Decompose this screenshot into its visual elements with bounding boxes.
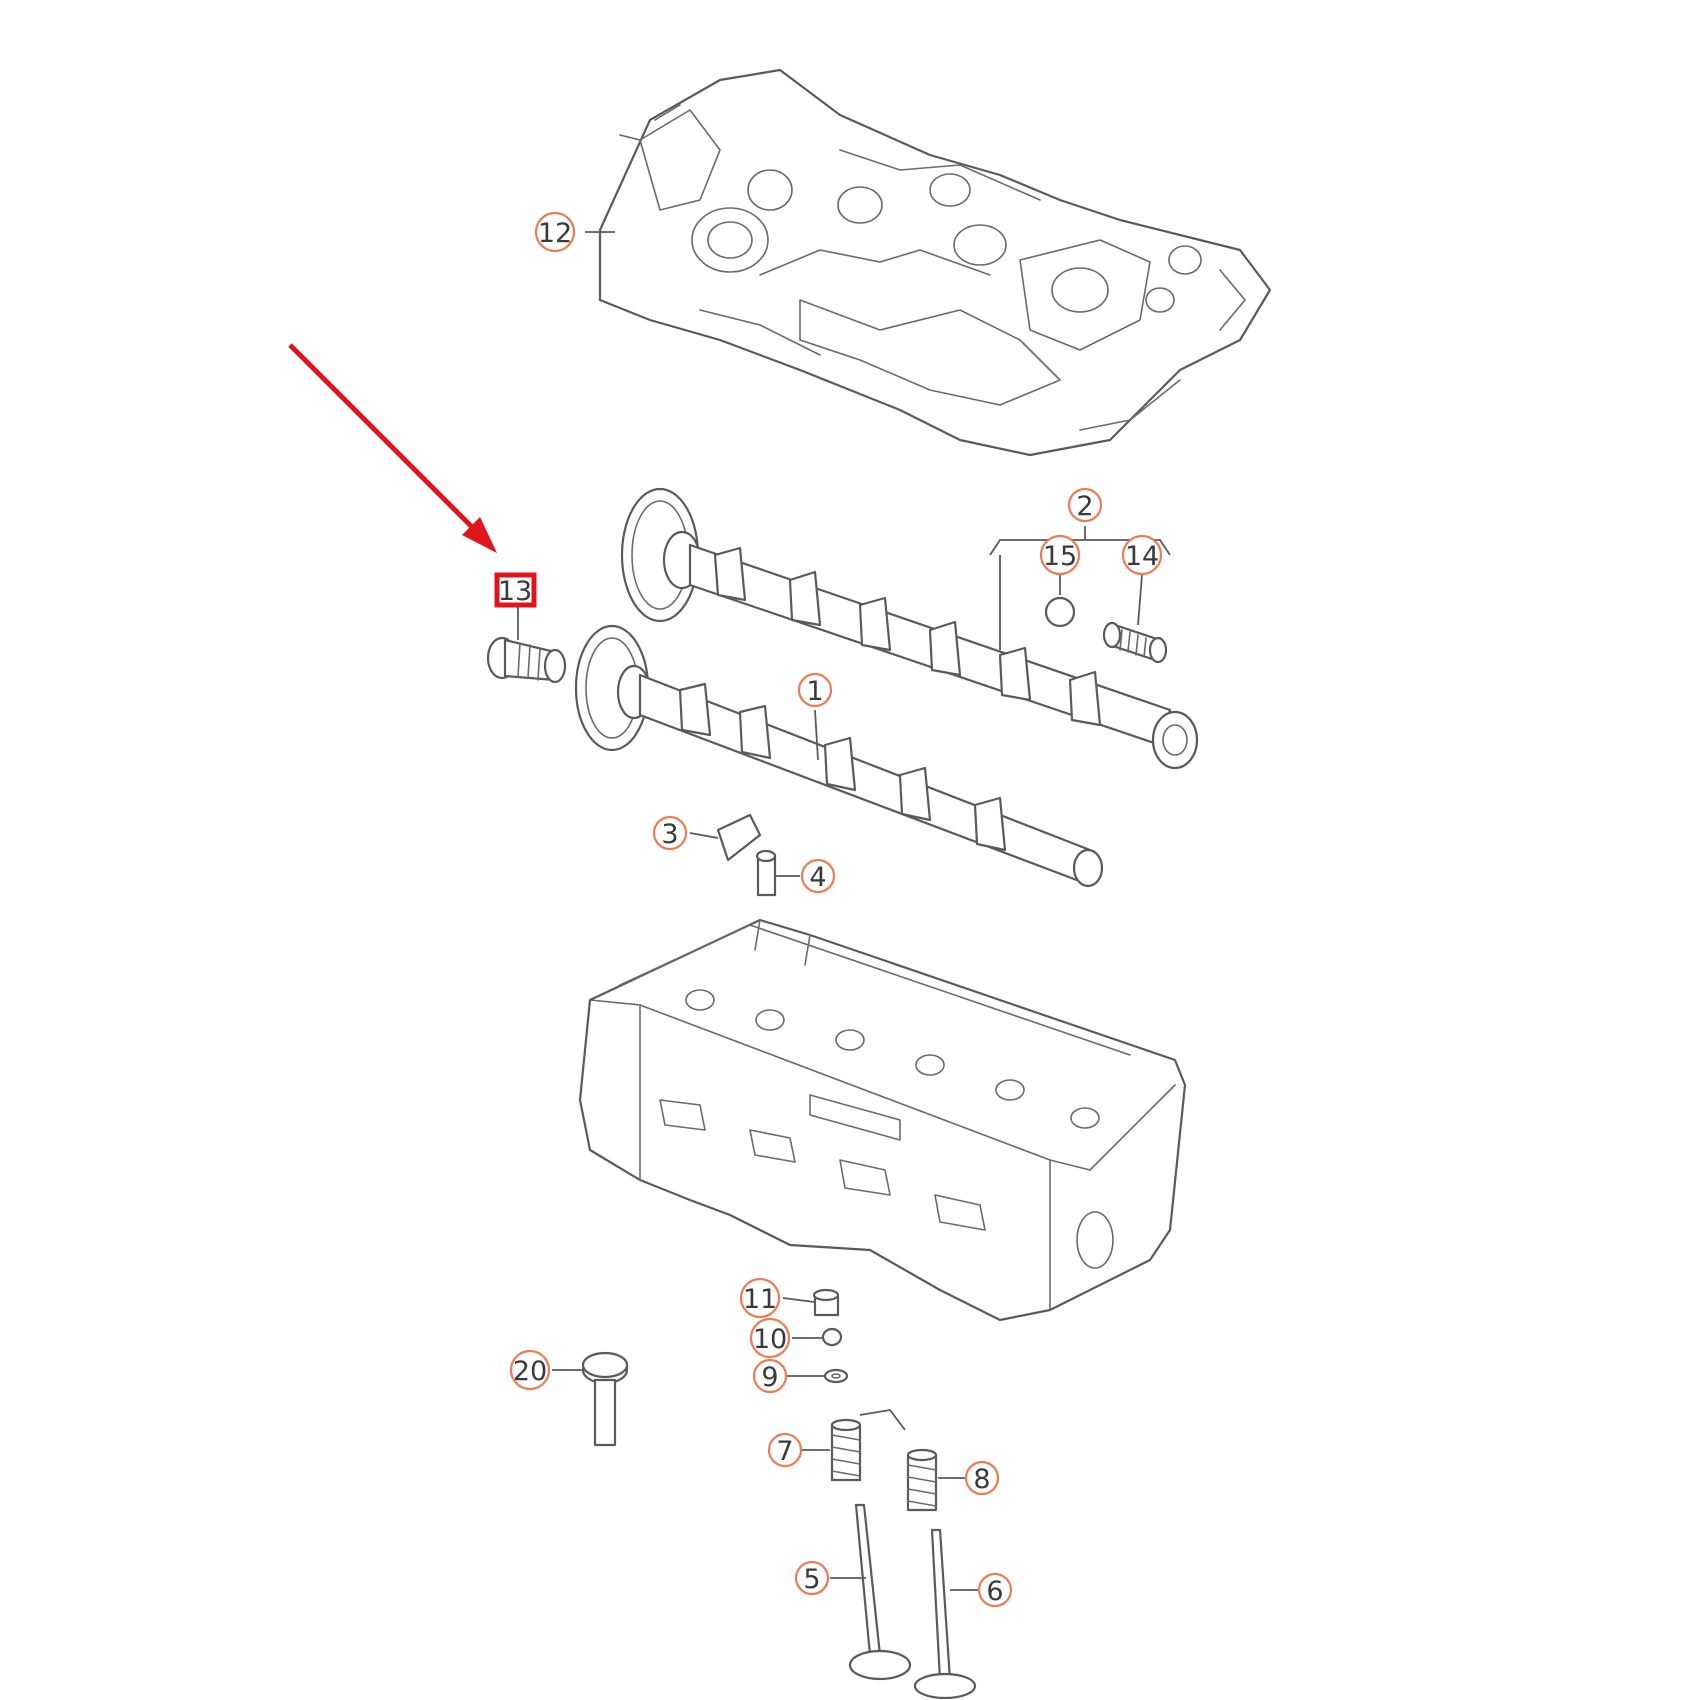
callout-circle (977, 1572, 1013, 1608)
callout-6: 6 (977, 1572, 1013, 1608)
callout-circle (794, 1560, 830, 1596)
part-20-bolt (581, 1351, 629, 1447)
callout-circle (752, 1358, 788, 1394)
callout-label: 1 (806, 676, 823, 707)
part-9 (823, 1368, 849, 1384)
callout-circle (739, 1277, 781, 1319)
callout-label: 8 (973, 1464, 990, 1495)
callout-label: 6 (986, 1576, 1003, 1607)
callout-circle (797, 672, 833, 708)
cylinder-head (578, 918, 1187, 1322)
camshaft-lower (574, 624, 1104, 888)
callout-circle (1067, 487, 1103, 523)
cam-lobes-upper (713, 546, 1102, 727)
cam-lobes-lower (678, 682, 1007, 852)
callout-12: 12 (534, 211, 576, 253)
callout-label: 20 (513, 1356, 547, 1387)
part-14 (1102, 621, 1168, 664)
part-8-spring (906, 1448, 938, 1512)
callout-2: 2 (1067, 487, 1103, 523)
callout-circle (767, 1432, 803, 1468)
callout-label: 9 (761, 1362, 778, 1393)
part-5-valve (848, 1503, 912, 1681)
callout-label: 11 (743, 1284, 777, 1315)
indicator-arrow (288, 343, 497, 553)
part-15 (1044, 596, 1076, 628)
valve-cover (598, 68, 1272, 457)
part-6-valve (913, 1528, 977, 1700)
callout-20: 20 (509, 1349, 551, 1391)
callout-circle (749, 1317, 791, 1359)
callout-label: 5 (803, 1564, 820, 1595)
cylinder-head-bosses (685, 989, 1100, 1129)
callout-4: 4 (800, 858, 836, 894)
part-4-lash-adjuster (755, 849, 777, 897)
part-11 (812, 1288, 840, 1317)
callout-circle (534, 211, 576, 253)
callout-label: 4 (809, 862, 826, 893)
group-bracket-2 (989, 526, 1171, 650)
callout-14: 14 (1121, 534, 1163, 576)
callout-5: 5 (794, 1560, 830, 1596)
callout-9: 9 (752, 1358, 788, 1394)
callout-label: 12 (538, 218, 572, 249)
callout-circle (964, 1460, 1000, 1496)
part-3-rocker-arm (716, 813, 762, 862)
callout-circle (1121, 534, 1163, 576)
part-7-spring (830, 1418, 862, 1482)
callout-3: 3 (652, 815, 688, 851)
callout-15: 15 (1039, 534, 1081, 576)
part-10 (821, 1327, 843, 1347)
callout-label: 7 (776, 1436, 793, 1467)
callout-label: 14 (1125, 541, 1159, 572)
camshaft-upper (620, 487, 1199, 770)
callout-label: 10 (753, 1324, 787, 1355)
highlight-box (494, 572, 537, 608)
cylinder-head-ports (659, 1099, 986, 1231)
callout-label: 15 (1043, 541, 1077, 572)
callout-circle (509, 1349, 551, 1391)
callout-label: 3 (661, 819, 678, 850)
callout-7: 7 (767, 1432, 803, 1468)
callout-10: 10 (749, 1317, 791, 1359)
callout-label: 2 (1076, 491, 1093, 522)
callout-8: 8 (964, 1460, 1000, 1496)
callout-circle (800, 858, 836, 894)
callout-circle (1039, 534, 1081, 576)
callout-13: 13 (498, 576, 532, 607)
callout-label: 13 (498, 576, 532, 607)
callout-circle (652, 815, 688, 851)
callout-11: 11 (739, 1277, 781, 1319)
part-13 (486, 636, 567, 684)
callout-1: 1 (797, 672, 833, 708)
